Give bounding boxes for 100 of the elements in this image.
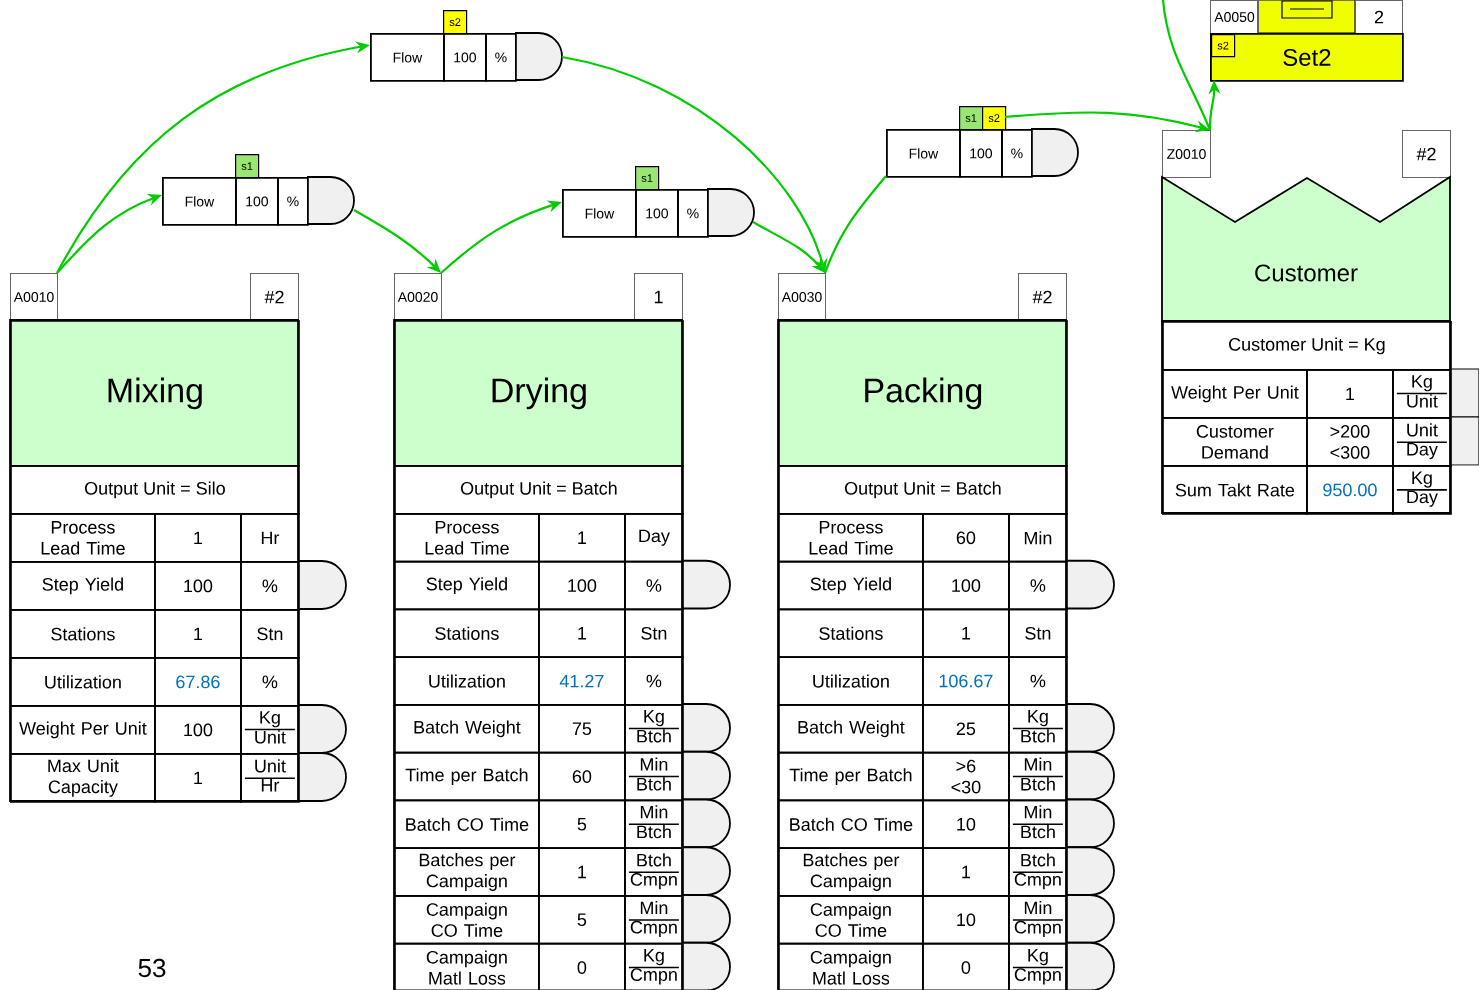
output-unit-row: Customer Unit = Kg: [1162, 321, 1452, 371]
row-label: Max Unit Capacity: [10, 753, 156, 803]
row-label: Utilization: [10, 657, 156, 707]
flow-label: Flow: [370, 33, 445, 82]
row-label: Stations: [10, 609, 156, 659]
row-label: Campaign Matl Loss: [778, 942, 924, 990]
unit-fraction: Kg Btch: [1008, 704, 1068, 754]
value-cell: 25: [922, 704, 1010, 754]
process-header: Packing: [778, 320, 1068, 467]
row-label: Stations: [778, 608, 924, 659]
value-cell: 5: [538, 799, 626, 850]
id-box: A0010: [10, 273, 58, 321]
unit-cell: Day: [624, 513, 684, 563]
value-cell: >6 <30: [922, 751, 1010, 802]
tag-box: s1: [235, 154, 260, 179]
value-cell: 10: [922, 895, 1010, 945]
tag-box: s2: [443, 10, 468, 35]
row-label: Batch CO Time: [394, 799, 540, 850]
unit-fraction: Min Btch: [1008, 799, 1068, 850]
unit-fraction: Unit Hr: [240, 753, 300, 803]
unit-cell: %: [677, 189, 709, 238]
value-cell: 1: [922, 847, 1010, 897]
row-label: Process Lead Time: [394, 513, 540, 563]
value-cell: 0: [538, 942, 626, 990]
value-cell: 100: [959, 129, 1003, 178]
unit-cell: Stn: [1008, 608, 1068, 659]
value-cell: 106.67: [922, 656, 1010, 706]
value-cell: 100: [154, 561, 242, 611]
count-box: 1: [634, 273, 683, 321]
value-cell: 100: [922, 560, 1010, 611]
unit-fraction: Min Btch: [624, 799, 684, 850]
unit-fraction: Btch Cmpn: [624, 847, 684, 897]
unit-cell: %: [485, 33, 517, 82]
row-label: Weight Per Unit: [10, 705, 156, 755]
value-cell: 100: [443, 33, 487, 82]
tag-box: s1: [959, 106, 984, 131]
count-box: #2: [1018, 273, 1067, 321]
unit-cell: Stn: [240, 609, 300, 659]
row-label: Stations: [394, 608, 540, 659]
count-box: #2: [1402, 130, 1451, 178]
row-label: Step Yield: [10, 561, 156, 611]
value-cell: 100: [538, 560, 626, 611]
process-header: Mixing: [10, 320, 300, 467]
row-label: Weight Per Unit: [1162, 369, 1308, 419]
unit-fraction: Min Btch: [624, 751, 684, 802]
unit-cell: %: [1008, 560, 1068, 611]
row-label: Step Yield: [394, 560, 540, 611]
row-label: Batch CO Time: [778, 799, 924, 850]
tag-box: s2: [982, 106, 1007, 131]
value-cell: 67.86: [154, 657, 242, 707]
page-number: 53: [138, 958, 166, 978]
unit-fraction: Min Cmpn: [624, 895, 684, 945]
unit-fraction: Kg Unit: [240, 705, 300, 755]
output-unit-row: Output Unit = Batch: [778, 465, 1068, 515]
unit-fraction: Kg Unit: [1392, 369, 1452, 419]
unit-cell: Min: [1008, 513, 1068, 563]
unit-fraction: Kg Cmpn: [624, 942, 684, 990]
count-box: #2: [250, 273, 299, 321]
row-label: Process Lead Time: [778, 513, 924, 563]
value-cell: 950.00: [1306, 465, 1394, 515]
value-cell: 100: [154, 705, 242, 755]
value-cell: 1: [922, 608, 1010, 659]
unit-fraction: Kg Cmpn: [1008, 942, 1068, 990]
row-label: Time per Batch: [394, 751, 540, 802]
value-cell: >200 <300: [1306, 417, 1394, 467]
value-cell: 1: [538, 513, 626, 563]
row-label: Sum Takt Rate: [1162, 465, 1308, 515]
tag-box: s2: [1211, 34, 1236, 58]
row-label: Campaign Matl Loss: [394, 942, 540, 990]
value-cell: 10: [922, 799, 1010, 850]
unit-cell: Stn: [624, 608, 684, 659]
value-cell: 100: [635, 189, 679, 238]
unit-cell: %: [624, 560, 684, 611]
value-cell: 60: [922, 513, 1010, 563]
value-cell: 60: [538, 751, 626, 802]
unit-cell: %: [1008, 656, 1068, 706]
row-label: Campaign CO Time: [778, 895, 924, 945]
row-label: Campaign CO Time: [394, 895, 540, 945]
unit-cell: %: [1001, 129, 1033, 178]
row-label: Utilization: [778, 656, 924, 706]
unit-fraction: Kg Day: [1392, 465, 1452, 515]
value-cell: 5: [538, 895, 626, 945]
unit-fraction: Btch Cmpn: [1008, 847, 1068, 897]
unit-fraction: Min Btch: [1008, 751, 1068, 802]
value-cell: 1: [154, 609, 242, 659]
row-label: Batch Weight: [778, 704, 924, 754]
row-label: Batches per Campaign: [394, 847, 540, 897]
id-box: A0030: [778, 273, 826, 321]
value-cell: 41.27: [538, 656, 626, 706]
id-box: Z0010: [1162, 130, 1211, 178]
value-cell: 1: [154, 513, 242, 563]
row-label: Batches per Campaign: [778, 847, 924, 897]
arrow: [353, 209, 441, 273]
flow-label: Flow: [562, 189, 637, 238]
value-cell: 1: [538, 608, 626, 659]
row-label: Customer Demand: [1162, 417, 1308, 467]
row-label: Process Lead Time: [10, 513, 156, 563]
unit-cell: %: [624, 656, 684, 706]
value-cell: 1: [1306, 369, 1394, 419]
output-unit-row: Output Unit = Silo: [10, 465, 300, 515]
